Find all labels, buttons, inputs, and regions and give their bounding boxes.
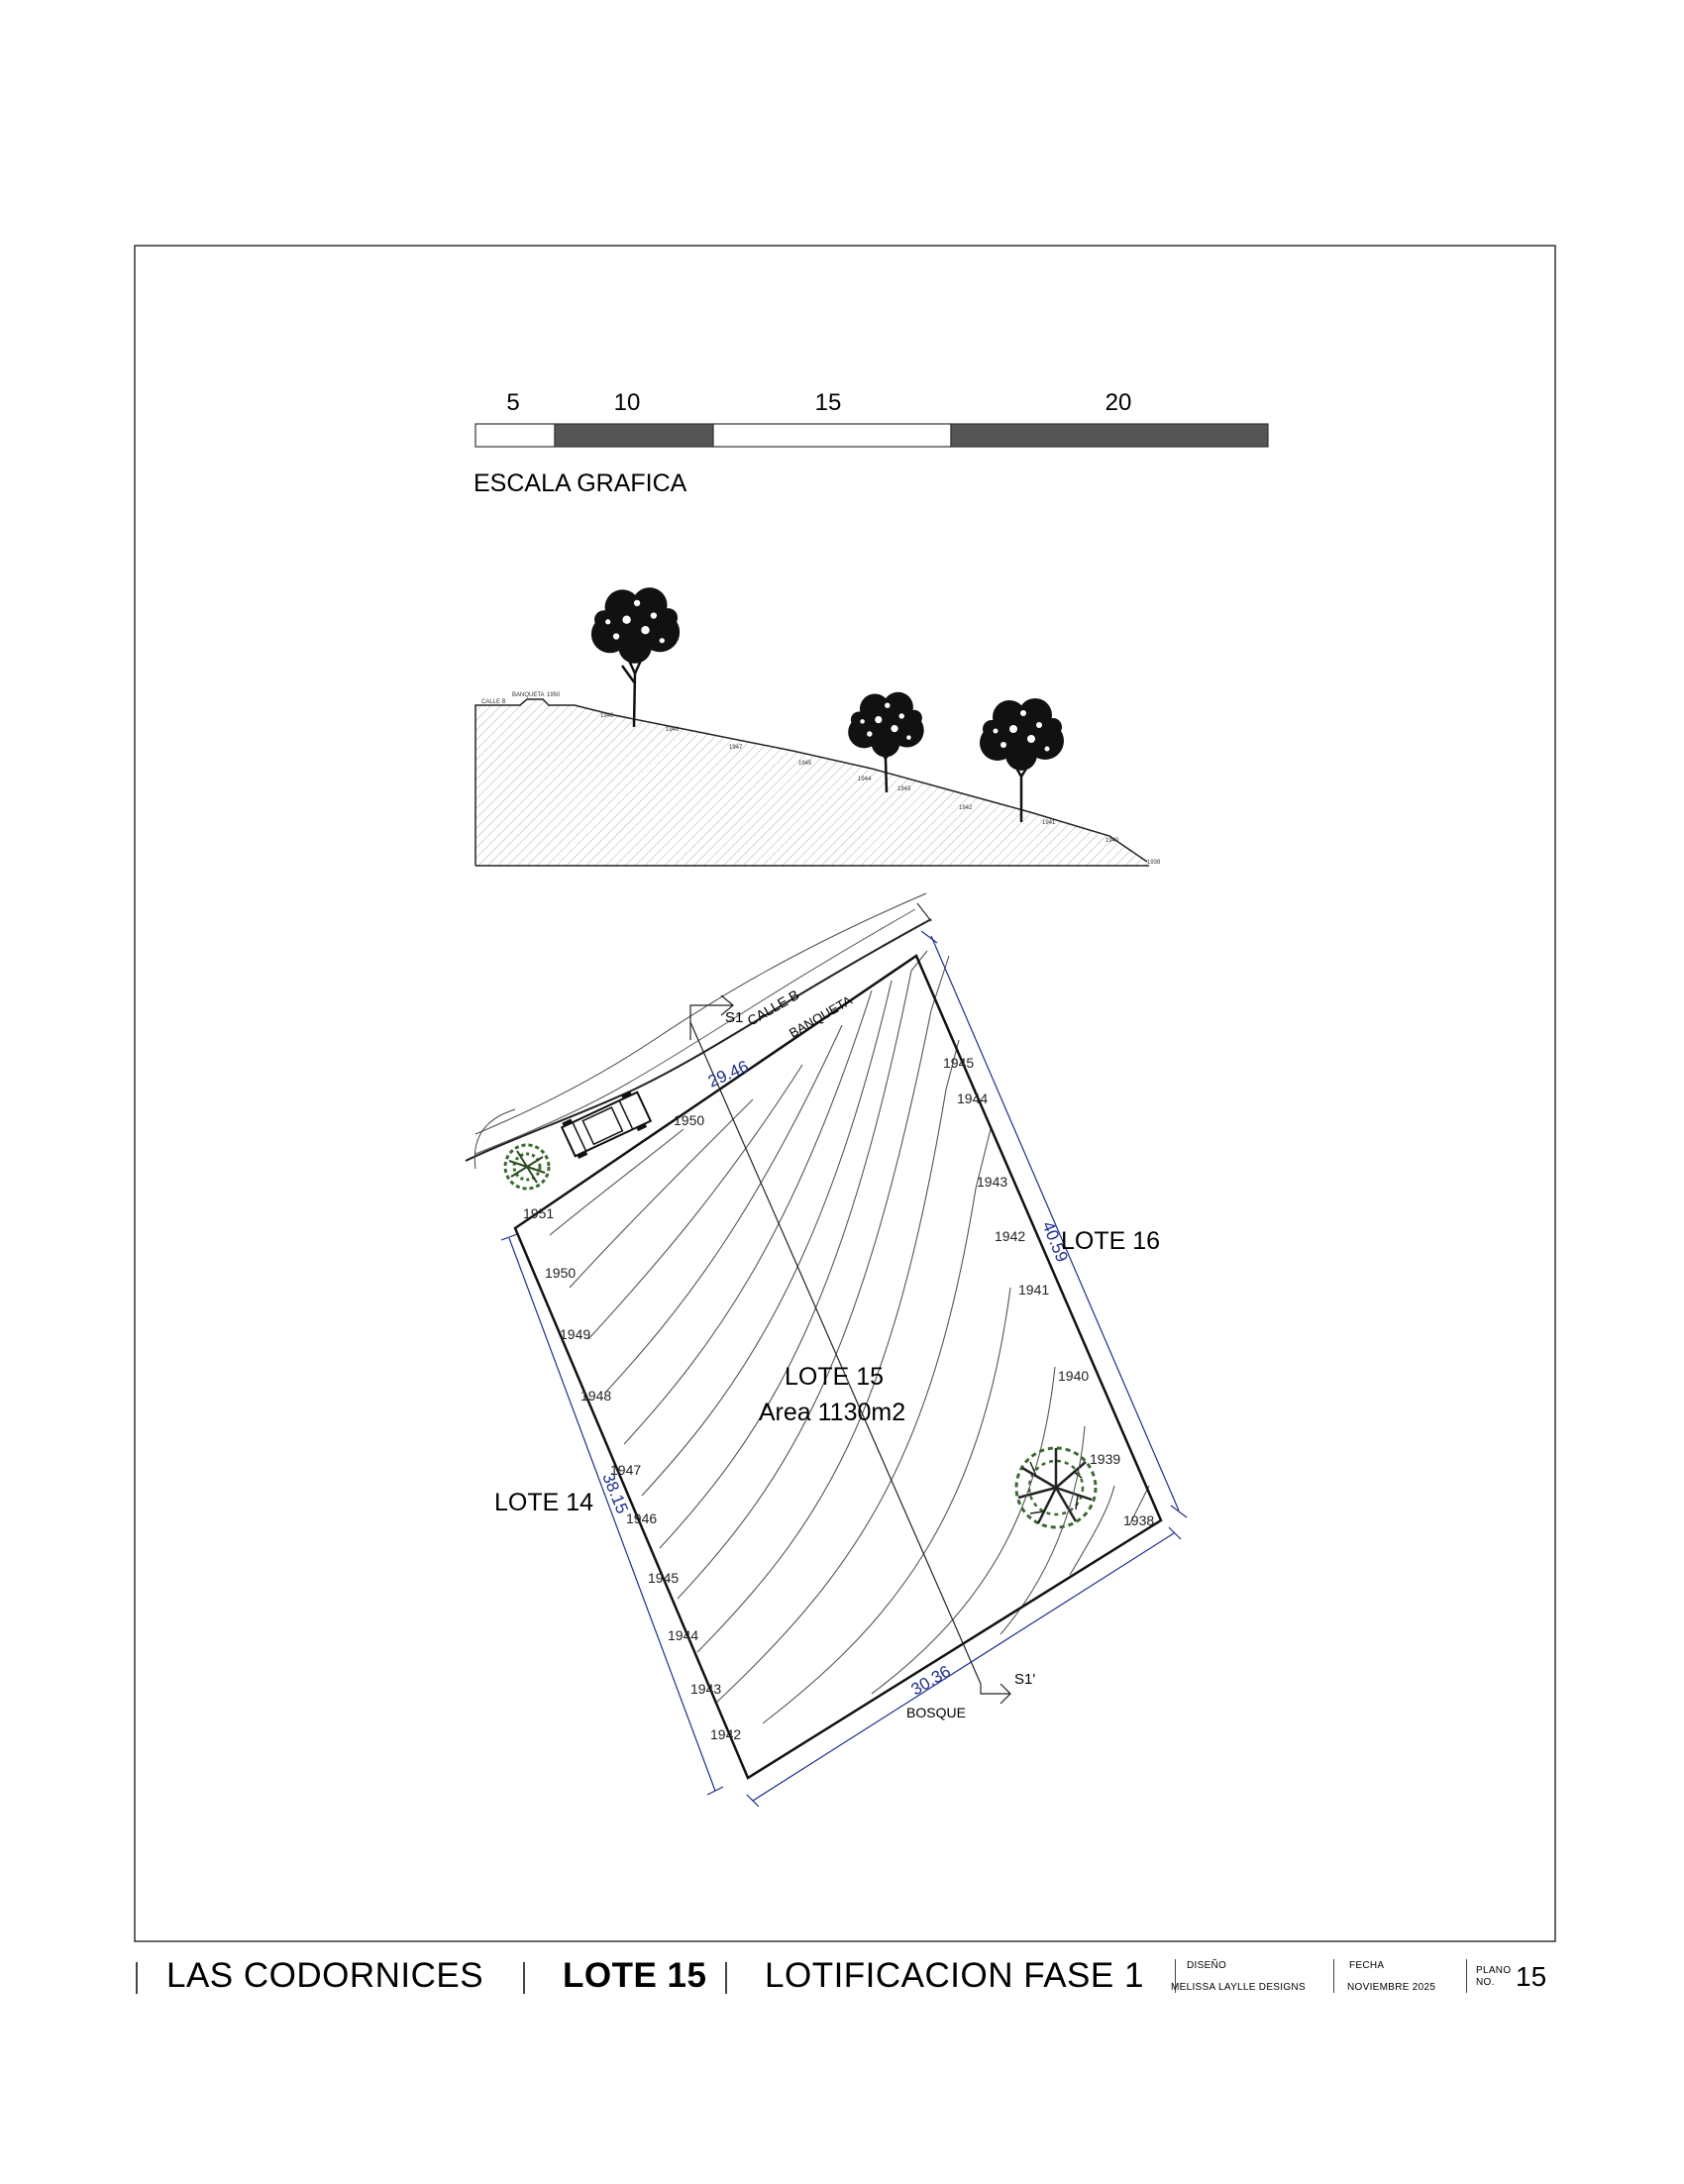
title-separator xyxy=(1175,1959,1176,1993)
sheet-label: PLANO xyxy=(1476,1965,1512,1976)
contour-label-1945-left: 1945 xyxy=(648,1570,679,1586)
section-label-1947: 1947 xyxy=(729,745,743,751)
section-tree-2 xyxy=(848,691,924,793)
neighbor-lot-right: LOTE 16 xyxy=(1061,1227,1160,1255)
designer-name: MELISSA LAYLLE DESIGNS xyxy=(1171,1982,1306,1993)
section-label-1944: 1944 xyxy=(858,777,872,782)
title-block: LAS CODORNICES LOTE 15 LOTIFICACION FASE… xyxy=(0,1956,1684,2016)
design-label: DISEÑO xyxy=(1187,1960,1227,1971)
section-cut-line xyxy=(689,994,1011,1705)
sheet-label-no: NO. xyxy=(1476,1977,1495,1988)
section-label-1940: 1940 xyxy=(1105,838,1119,844)
title-separator xyxy=(1333,1959,1334,1993)
dimension-back: 30.36 xyxy=(908,1662,954,1700)
scale-segment-3 xyxy=(712,423,952,448)
section-label-1943: 1943 xyxy=(897,786,911,792)
drawing-frame xyxy=(134,245,1556,1942)
scale-segment-2 xyxy=(554,423,714,448)
section-start-label: S1 xyxy=(725,1009,743,1026)
section-tree-1 xyxy=(590,587,681,728)
plan-tree-lot xyxy=(1014,1446,1098,1529)
section-hatch xyxy=(475,699,1147,866)
phase-title: LOTIFICACION FASE 1 xyxy=(765,1956,1144,1995)
project-name: LAS CODORNICES xyxy=(166,1956,484,1995)
section-label-1946: 1946 xyxy=(666,727,680,733)
section-label-1945: 1945 xyxy=(798,761,812,767)
contour-label-1946: 1946 xyxy=(626,1510,657,1526)
contour-label-1944-left: 1944 xyxy=(668,1627,698,1643)
date-label: FECHA xyxy=(1349,1960,1385,1971)
forest-label: BOSQUE xyxy=(906,1705,966,1720)
title-separator xyxy=(523,1962,525,1994)
title-separator xyxy=(136,1962,138,1994)
contour-label-1951: 1951 xyxy=(523,1205,554,1221)
neighbor-lot-left: LOTE 14 xyxy=(494,1489,593,1516)
contour-label-1939: 1939 xyxy=(1090,1451,1120,1467)
lot-name: LOTE 15 xyxy=(785,1363,884,1391)
terrain-section: CALLE B BANQUETA 1950 1948 1946 1947 194… xyxy=(474,587,1161,867)
scale-number-5: 5 xyxy=(506,389,519,416)
lot-area: Area 1130m2 xyxy=(759,1399,905,1426)
section-end-label: S1' xyxy=(1014,1671,1035,1688)
scale-label: ESCALA GRAFICA xyxy=(474,469,687,497)
street-label: CALLE B xyxy=(745,987,802,1029)
contour-label-1949: 1949 xyxy=(560,1326,590,1342)
contour-label-1943-right: 1943 xyxy=(977,1174,1007,1190)
scale-number-15: 15 xyxy=(815,389,842,416)
scale-segment-1 xyxy=(474,423,556,448)
graphic-scale: 5 10 15 20 ESCALA GRAFICA xyxy=(474,389,1269,497)
lot-title: LOTE 15 xyxy=(563,1956,707,1995)
section-tree-3 xyxy=(980,698,1064,822)
street-centerline xyxy=(474,892,927,1135)
contour-label-1938: 1938 xyxy=(1123,1512,1154,1528)
sheet-number: 15 xyxy=(1516,1961,1547,1992)
section-label-1941: 1941 xyxy=(1042,820,1056,826)
contour-label-1947: 1947 xyxy=(610,1462,641,1478)
scale-number-10: 10 xyxy=(614,389,641,416)
section-label-1950: 1950 xyxy=(547,692,561,698)
dimension-front: 29.46 xyxy=(705,1057,752,1092)
plan-tree-street xyxy=(503,1143,551,1191)
scale-segment-4 xyxy=(950,423,1269,448)
section-label-1942: 1942 xyxy=(959,805,973,811)
title-separator xyxy=(1466,1959,1467,1993)
sidewalk-edge xyxy=(474,908,916,1155)
contour-label-1950-top: 1950 xyxy=(674,1112,704,1128)
section-label-calle: CALLE B xyxy=(481,699,506,705)
contour-lines xyxy=(549,950,1150,1724)
contour-label-1941: 1941 xyxy=(1018,1282,1049,1298)
car-symbol xyxy=(560,1091,653,1160)
contour-label-1945-right: 1945 xyxy=(943,1055,974,1071)
section-label-1948: 1948 xyxy=(600,713,614,719)
title-separator xyxy=(725,1962,727,1994)
section-label-banqueta: BANQUETA xyxy=(512,692,545,698)
contour-label-1942-left: 1942 xyxy=(710,1726,741,1742)
contour-label-1943-left: 1943 xyxy=(690,1681,721,1697)
contour-label-1948: 1948 xyxy=(580,1388,611,1404)
date-value: NOVIEMBRE 2025 xyxy=(1347,1982,1436,1993)
section-profile-line xyxy=(474,698,1148,866)
scale-number-20: 20 xyxy=(1105,389,1132,416)
contour-label-1940: 1940 xyxy=(1058,1368,1089,1384)
contour-label-1950-left: 1950 xyxy=(545,1265,576,1281)
street-edge xyxy=(465,918,932,1162)
contour-label-1942-right: 1942 xyxy=(995,1228,1025,1244)
lot-boundary xyxy=(513,954,1163,1780)
contour-label-1944-right: 1944 xyxy=(957,1091,988,1106)
section-label-1938: 1938 xyxy=(1147,860,1161,866)
lot-plan: S1 S1' 29.46 40.59 38.15 30.36 CALLE B B… xyxy=(465,892,1188,1808)
dimension-lines xyxy=(500,930,1188,1808)
